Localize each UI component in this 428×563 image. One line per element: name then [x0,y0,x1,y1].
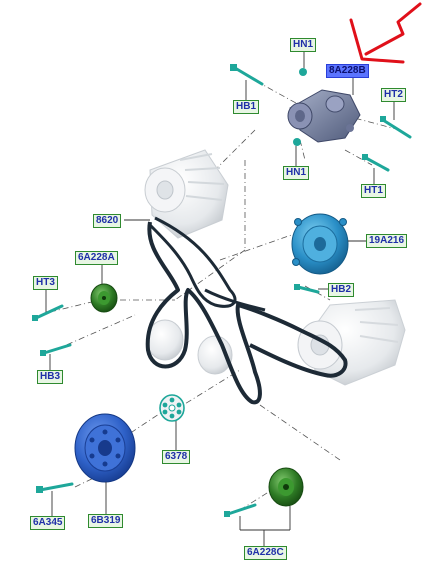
label-ht1[interactable]: HT1 [361,184,386,198]
label-6a228a[interactable]: 6A228A [75,251,118,265]
idler-pulley-c[interactable] [268,467,304,507]
label-6b319[interactable]: 6B319 [88,514,124,528]
idler-pulley-a[interactable] [90,283,118,313]
callout-lines [45,51,395,546]
label-ht3[interactable]: HT3 [33,276,58,290]
alternator[interactable] [144,149,229,239]
water-pump[interactable] [291,213,349,275]
red-arrow-icon [349,2,422,64]
label-hb3[interactable]: HB3 [37,370,64,384]
label-6a228c[interactable]: 6A228C [244,546,287,560]
label-ht2[interactable]: HT2 [381,88,406,102]
bolts [32,64,412,517]
crank-plate[interactable] [159,394,185,422]
label-8620[interactable]: 8620 [93,214,122,228]
label-6a345[interactable]: 6A345 [30,516,66,530]
drive-belt[interactable] [145,216,348,405]
label-hn1-bottom[interactable]: HN1 [283,166,310,180]
label-19a216[interactable]: 19A216 [366,234,408,248]
label-8a228b[interactable]: 8A228B [326,64,369,78]
label-hb1[interactable]: HB1 [233,100,260,114]
label-6378[interactable]: 6378 [162,450,191,464]
crankshaft-pulley[interactable] [74,413,136,483]
label-hb2[interactable]: HB2 [328,283,355,297]
belt-tensioner[interactable] [287,89,361,143]
label-hn1-top[interactable]: HN1 [290,38,317,52]
